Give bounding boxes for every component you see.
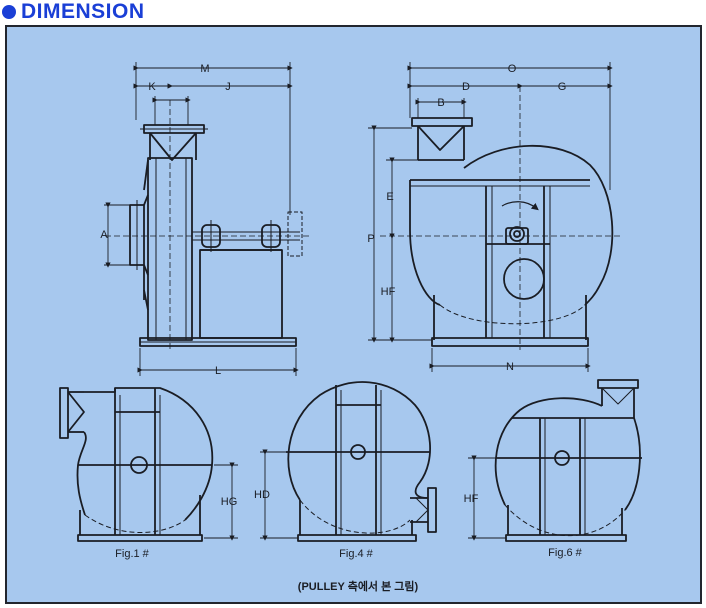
- dim-label-l: L: [215, 365, 221, 377]
- dim-label-g: G: [558, 81, 567, 93]
- dim-label-b: B: [437, 97, 444, 109]
- fig1-label: Fig.1 #: [115, 548, 150, 560]
- fig4-dimension: [260, 449, 298, 541]
- dim-label-d: D: [462, 81, 470, 93]
- dim-label-e: E: [386, 191, 393, 203]
- fig6-label: Fig.6 #: [548, 547, 583, 559]
- dim-label-a: A: [100, 229, 108, 241]
- fig1-drawing: [59, 387, 214, 542]
- bullet-icon: [2, 5, 16, 19]
- fig4-drawing: [286, 381, 437, 542]
- dim-label-hf: HF: [381, 286, 396, 298]
- fig6-drawing: [494, 379, 642, 542]
- dim-label-p: P: [367, 233, 374, 245]
- drawing-caption: (PULLEY 측에서 본 그림): [298, 579, 419, 593]
- fig6-dimension: [468, 455, 506, 541]
- dim-label-j: J: [225, 81, 231, 93]
- side-view-dimensions: [104, 62, 299, 376]
- page-title: DIMENSION: [21, 0, 145, 23]
- dim-label-o: O: [508, 63, 517, 75]
- fig4-dim-label: HD: [254, 489, 270, 501]
- front-view-drawing: [380, 86, 620, 350]
- fig6-dim-label: HF: [464, 493, 479, 505]
- front-view-dimensions: [368, 62, 613, 372]
- section-header: DIMENSION: [2, 0, 145, 24]
- fig1-dimension: [204, 462, 238, 541]
- dim-label-n: N: [506, 361, 514, 373]
- dim-label-m: M: [200, 63, 209, 75]
- fig1-dim-label: HG: [221, 496, 238, 508]
- side-view-drawing: [105, 100, 312, 350]
- dim-label-k: K: [148, 81, 156, 93]
- fig4-label: Fig.4 #: [339, 548, 374, 560]
